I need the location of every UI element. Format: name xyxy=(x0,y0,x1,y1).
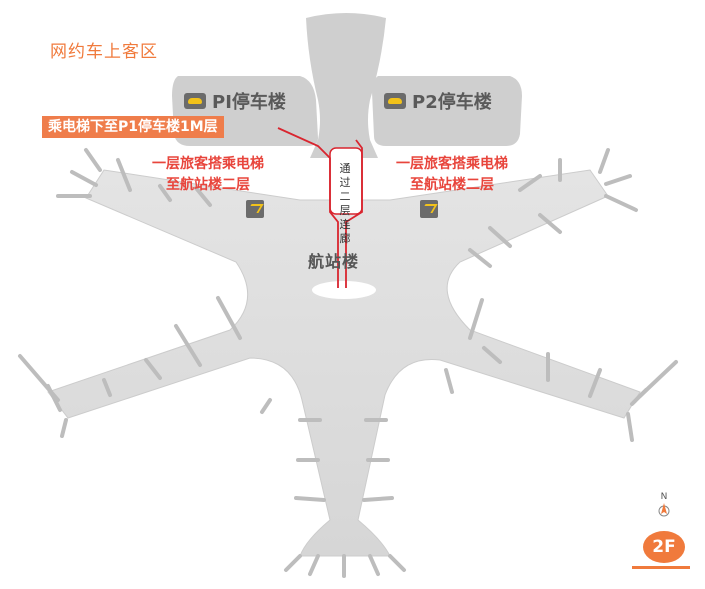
pickup-zone-title: 网约车上客区 xyxy=(50,42,158,62)
parking-p1-text: PI停车楼 xyxy=(212,92,286,113)
left-instruction-line1: 一层旅客搭乘电梯 xyxy=(152,156,264,172)
parking-p2-text: P2停车楼 xyxy=(412,92,492,113)
right-instruction-line2: 至航站楼二层 xyxy=(410,177,494,193)
right-instruction-line1: 一层旅客搭乘电梯 xyxy=(396,156,508,172)
escalator-icon xyxy=(246,200,264,218)
corridor-label: 通过二层连廊 xyxy=(339,162,351,245)
right-instruction: 一层旅客搭乘电梯 至航站楼二层 xyxy=(396,154,508,196)
left-instruction-line2: 至航站楼二层 xyxy=(166,177,250,193)
parking-p2-label[interactable]: P2停车楼 xyxy=(384,88,492,114)
parking-p1-label[interactable]: PI停车楼 xyxy=(184,88,286,114)
north-arrow-icon xyxy=(658,503,670,517)
elevator-banner: 乘电梯下至P1停车楼1M层 xyxy=(42,116,224,138)
central-tower xyxy=(306,13,386,158)
floor-underline xyxy=(632,566,690,569)
compass: N xyxy=(656,492,672,521)
route-line xyxy=(277,127,363,288)
terminal-label: 航站楼 xyxy=(308,252,360,271)
compass-label: N xyxy=(660,492,668,502)
terminal-atrium xyxy=(312,281,376,299)
parking-building-p2 xyxy=(372,76,522,146)
car-icon xyxy=(184,93,206,109)
escalator-icon xyxy=(420,200,438,218)
car-icon xyxy=(384,93,406,109)
gate-piers xyxy=(18,148,678,578)
floor-badge: 2F xyxy=(643,531,685,563)
left-instruction: 一层旅客搭乘电梯 至航站楼二层 xyxy=(152,154,264,196)
